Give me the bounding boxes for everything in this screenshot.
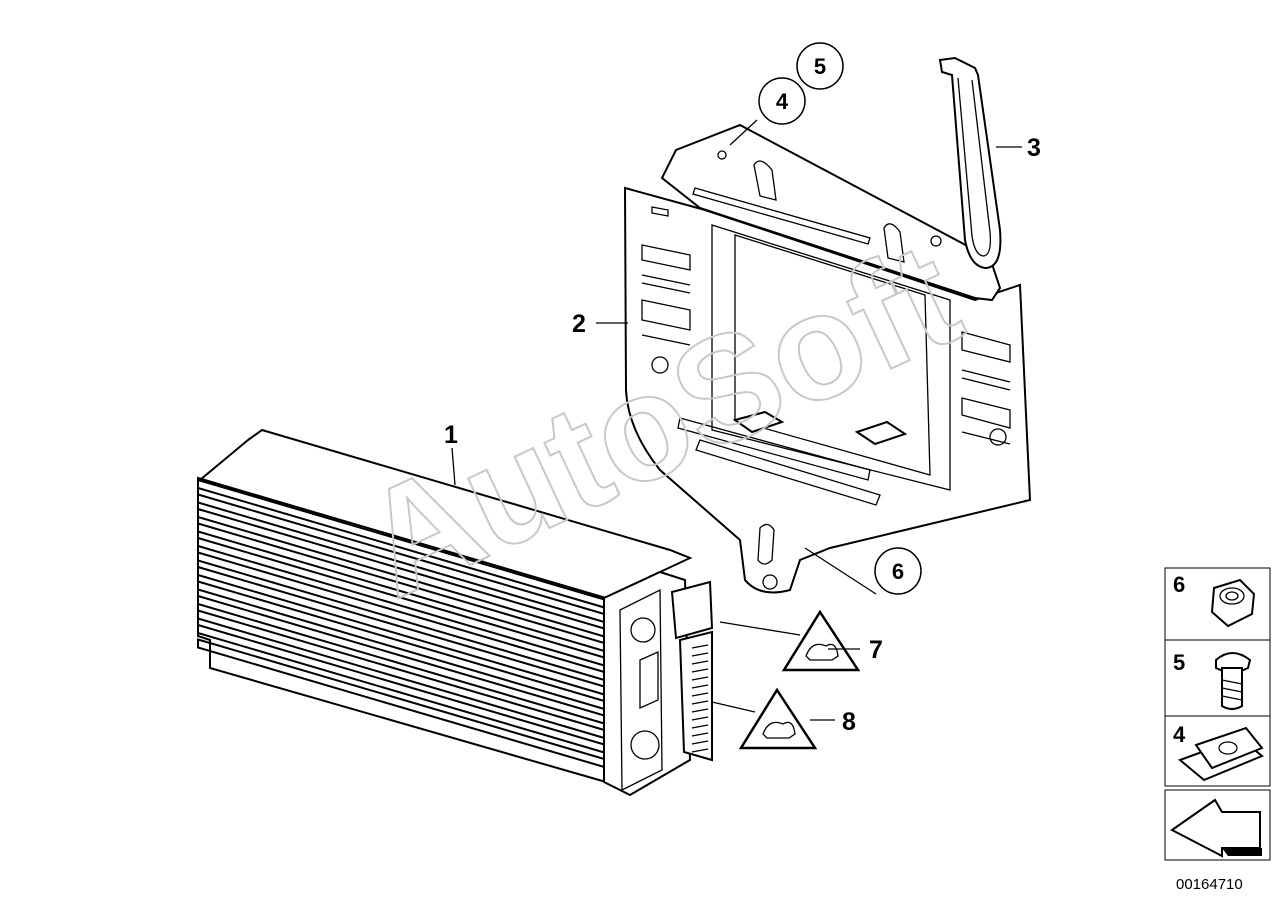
callout-5-circle: 5 xyxy=(796,42,844,90)
pin xyxy=(691,668,709,673)
upper-bracket-plate xyxy=(660,123,1002,302)
callout-4: 4 xyxy=(776,89,789,114)
callout-8: 8 xyxy=(842,708,856,736)
callout-4-circle: 4 xyxy=(758,77,806,125)
pin xyxy=(691,708,709,713)
callout-6: 6 xyxy=(892,559,904,584)
clip-nut-icon xyxy=(1178,726,1264,782)
legend-label-4: 4 xyxy=(1173,722,1186,747)
pin xyxy=(691,716,709,721)
connector-pins xyxy=(691,644,709,753)
diagram-code: 00164710 xyxy=(1176,876,1243,893)
callout-1: 1 xyxy=(444,421,458,449)
pin xyxy=(691,652,709,657)
leader-lines xyxy=(451,119,1022,721)
callout-6-circle: 6 xyxy=(874,547,922,595)
mounting-direction-arrow-icon xyxy=(1170,798,1262,858)
bolt-icon xyxy=(1215,652,1252,710)
warning-label-7 xyxy=(781,609,861,672)
fastener-legend: 6 5 4 xyxy=(1164,567,1271,861)
pin xyxy=(691,724,709,729)
legend-label-6: 6 xyxy=(1173,572,1185,597)
pin xyxy=(691,732,709,737)
callout-2: 2 xyxy=(572,310,586,338)
pin xyxy=(691,748,709,753)
pin xyxy=(691,700,709,705)
callout-5: 5 xyxy=(814,54,826,79)
pin xyxy=(691,660,709,665)
pin xyxy=(691,644,709,649)
legend-label-5: 5 xyxy=(1173,650,1185,675)
callout-7: 7 xyxy=(869,636,883,664)
pin xyxy=(691,676,709,681)
amplifier xyxy=(197,428,714,797)
callout-3: 3 xyxy=(1027,134,1041,162)
pin xyxy=(691,692,709,697)
pin xyxy=(691,684,709,689)
warning-label-8 xyxy=(738,687,818,750)
nut-icon xyxy=(1210,578,1256,628)
heat-sink-fins xyxy=(197,478,607,769)
pin xyxy=(691,740,709,745)
mounting-bracket xyxy=(623,186,1032,594)
strap xyxy=(938,56,1002,270)
